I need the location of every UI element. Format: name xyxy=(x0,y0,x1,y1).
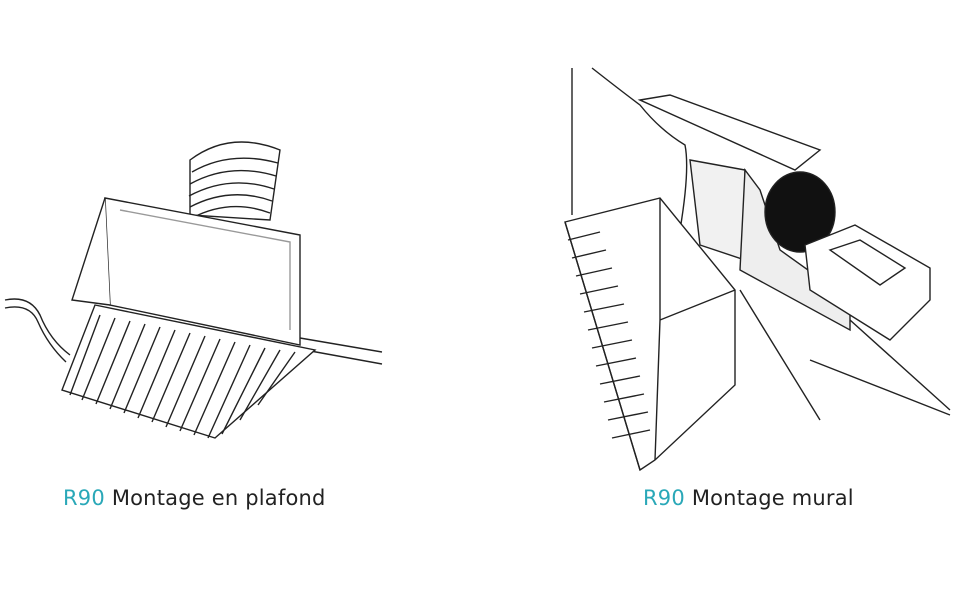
wall-mount-illustration xyxy=(564,67,951,472)
ceiling-mount-illustration xyxy=(4,141,383,439)
caption-text: Montage mural xyxy=(691,486,854,510)
caption-text: Montage en plafond xyxy=(111,486,326,510)
model-label: R90 xyxy=(643,486,685,510)
grille xyxy=(61,304,317,439)
wall-grille xyxy=(564,221,651,471)
model-label: R90 xyxy=(63,486,105,510)
flexible-duct xyxy=(188,141,281,221)
duct-opening xyxy=(764,171,836,253)
caption-ceiling-mount: R90 Montage en plafond xyxy=(63,486,326,510)
caption-wall-mount: R90 Montage mural xyxy=(643,486,854,510)
